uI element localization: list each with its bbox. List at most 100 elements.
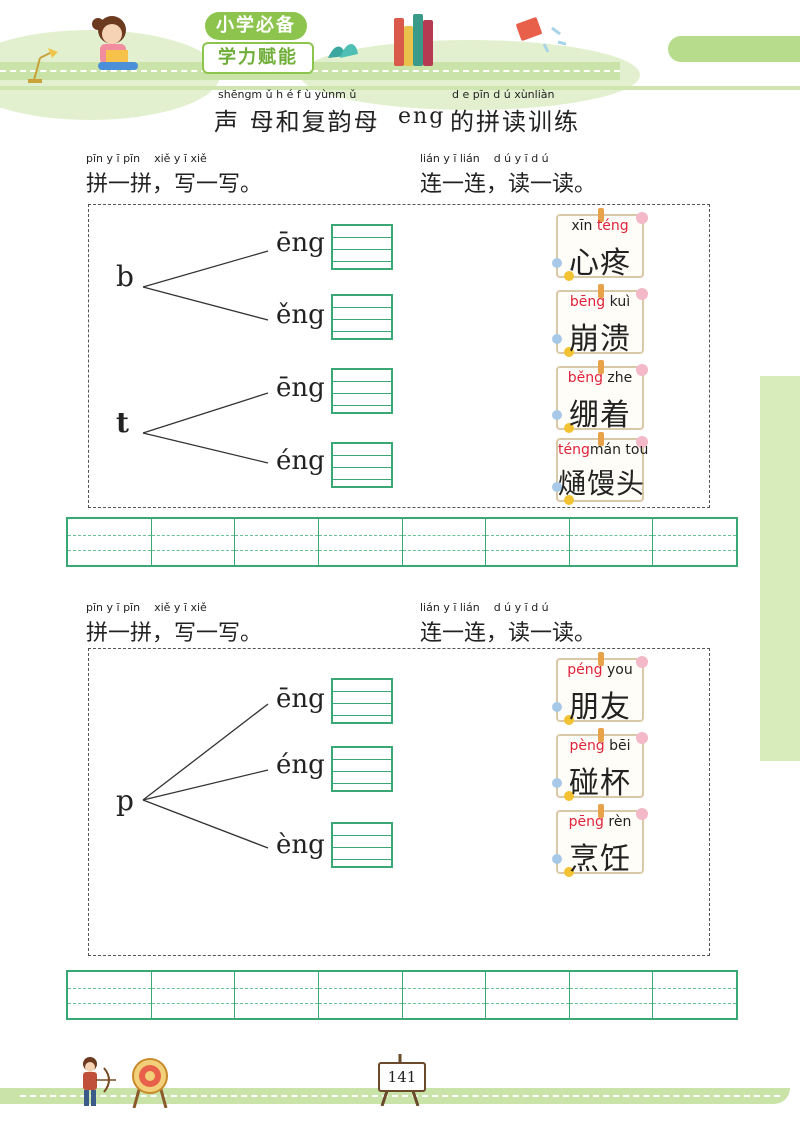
grid-cell[interactable] xyxy=(318,972,403,1018)
card-pinyin: xīn téng xyxy=(571,218,629,234)
card-pinyin: péng you xyxy=(567,662,633,678)
rime-label: ēng xyxy=(276,228,325,258)
card-word: 绷着 xyxy=(569,398,631,433)
rime-label: ēng xyxy=(276,373,325,403)
grid-cell[interactable] xyxy=(402,519,487,565)
word-card[interactable]: běng zhe 绷着 xyxy=(552,360,648,433)
initial-b: b xyxy=(116,260,134,293)
instruction-match-pinyin: lián y ī lián d ú y ī d ú xyxy=(420,152,549,165)
header-badge-bottom: 学力赋能 xyxy=(202,42,314,74)
pin-icon xyxy=(598,804,604,818)
grid-cell[interactable] xyxy=(486,972,570,1018)
title-pinyin-right: d e pīn d ú xùnliàn xyxy=(452,88,555,101)
flower-icon xyxy=(636,212,648,224)
flower-icon xyxy=(636,364,648,376)
grid-cell[interactable] xyxy=(68,519,152,565)
instruction-write-pinyin: pīn y ī pīn xiě y ī xiě xyxy=(86,152,207,165)
word-card[interactable]: péng you 朋友 xyxy=(552,652,648,725)
word-card[interactable]: pèng bēi 碰杯 xyxy=(552,728,648,801)
pin-icon xyxy=(598,208,604,222)
flower-icon xyxy=(636,732,648,744)
write-box[interactable] xyxy=(331,822,393,868)
grid-cell[interactable] xyxy=(151,519,236,565)
writing-grid-1[interactable] xyxy=(66,517,738,567)
instruction-match: 连一连，读一读。 xyxy=(420,172,597,197)
book-icon xyxy=(394,18,404,66)
word-card[interactable]: xīn téng 心疼 xyxy=(552,208,648,281)
flower-icon xyxy=(636,436,648,448)
write-box[interactable] xyxy=(331,746,393,792)
leaf-icon xyxy=(552,854,562,864)
word-card[interactable]: pēng rèn 烹饪 xyxy=(552,804,648,877)
dot-icon xyxy=(564,347,574,357)
grid-cell[interactable] xyxy=(653,519,736,565)
page-title-eng: eng xyxy=(398,104,446,129)
instruction-write-pinyin: pīn y ī pīn xiě y ī xiě xyxy=(86,601,207,614)
rime-label: ěng xyxy=(276,300,325,330)
instruction-match-pinyin: lián y ī lián d ú y ī d ú xyxy=(420,601,549,614)
flower-icon xyxy=(636,808,648,820)
leaf-icon xyxy=(552,410,562,420)
grid-cell[interactable] xyxy=(235,519,319,565)
pin-icon xyxy=(598,432,604,446)
instruction-match: 连一连，读一读。 xyxy=(420,621,597,646)
side-tab xyxy=(760,376,800,761)
rime-label: ēng xyxy=(276,684,325,714)
pin-icon xyxy=(598,284,604,298)
rime-label: éng xyxy=(276,446,325,476)
write-box[interactable] xyxy=(331,678,393,724)
grid-cell[interactable] xyxy=(486,519,570,565)
initial-t: t xyxy=(116,406,129,439)
grid-cell[interactable] xyxy=(318,519,403,565)
card-word: 心疼 xyxy=(569,246,631,281)
grid-cell[interactable] xyxy=(653,972,736,1018)
word-card[interactable]: bēng kuì 崩溃 xyxy=(552,284,648,357)
dot-icon xyxy=(564,271,574,281)
page-title-left: 声 母和复韵母 xyxy=(214,108,380,136)
dot-icon xyxy=(564,791,574,801)
write-box[interactable] xyxy=(331,368,393,414)
instruction-write: 拼一拼，写一写。 xyxy=(86,172,263,197)
word-card[interactable]: téngmán tou 熥馒头 xyxy=(552,432,648,505)
leaf-icon xyxy=(552,778,562,788)
dot-icon xyxy=(564,715,574,725)
rime-label: éng xyxy=(276,750,325,780)
grid-cell[interactable] xyxy=(235,972,319,1018)
lamp-icon xyxy=(28,48,58,83)
exercise-box-2 xyxy=(88,648,710,956)
page-number: 141 xyxy=(378,1062,426,1092)
corner-tab xyxy=(668,36,800,62)
grid-cell[interactable] xyxy=(151,972,236,1018)
pin-icon xyxy=(598,360,604,374)
card-word: 朋友 xyxy=(569,690,631,725)
flower-icon xyxy=(636,288,648,300)
write-box[interactable] xyxy=(331,224,393,270)
footer-road-dash xyxy=(20,1095,780,1097)
card-word: 碰杯 xyxy=(569,766,631,801)
writing-grid-2[interactable] xyxy=(66,970,738,1020)
pin-icon xyxy=(598,728,604,742)
card-word: 熥馒头 xyxy=(558,467,646,500)
target-icon xyxy=(132,1058,168,1108)
book-icon xyxy=(423,20,433,66)
card-word: 崩溃 xyxy=(569,322,631,357)
card-pinyin: pēng rèn xyxy=(568,814,632,830)
write-box[interactable] xyxy=(331,294,393,340)
leaf-icon xyxy=(552,334,562,344)
card-pinyin: bēng kuì xyxy=(569,294,631,310)
rime-label: èng xyxy=(276,830,325,860)
grid-cell[interactable] xyxy=(569,972,654,1018)
card-pinyin: pèng bēi xyxy=(569,738,631,754)
dot-icon xyxy=(564,423,574,433)
plant-icon xyxy=(328,43,358,58)
leaf-icon xyxy=(552,702,562,712)
flower-icon xyxy=(636,656,648,668)
pin-icon xyxy=(598,652,604,666)
grid-cell[interactable] xyxy=(68,972,152,1018)
book-icon xyxy=(413,14,423,66)
write-box[interactable] xyxy=(331,442,393,488)
dot-icon xyxy=(564,867,574,877)
instruction-write: 拼一拼，写一写。 xyxy=(86,621,263,646)
grid-cell[interactable] xyxy=(569,519,654,565)
grid-cell[interactable] xyxy=(402,972,487,1018)
